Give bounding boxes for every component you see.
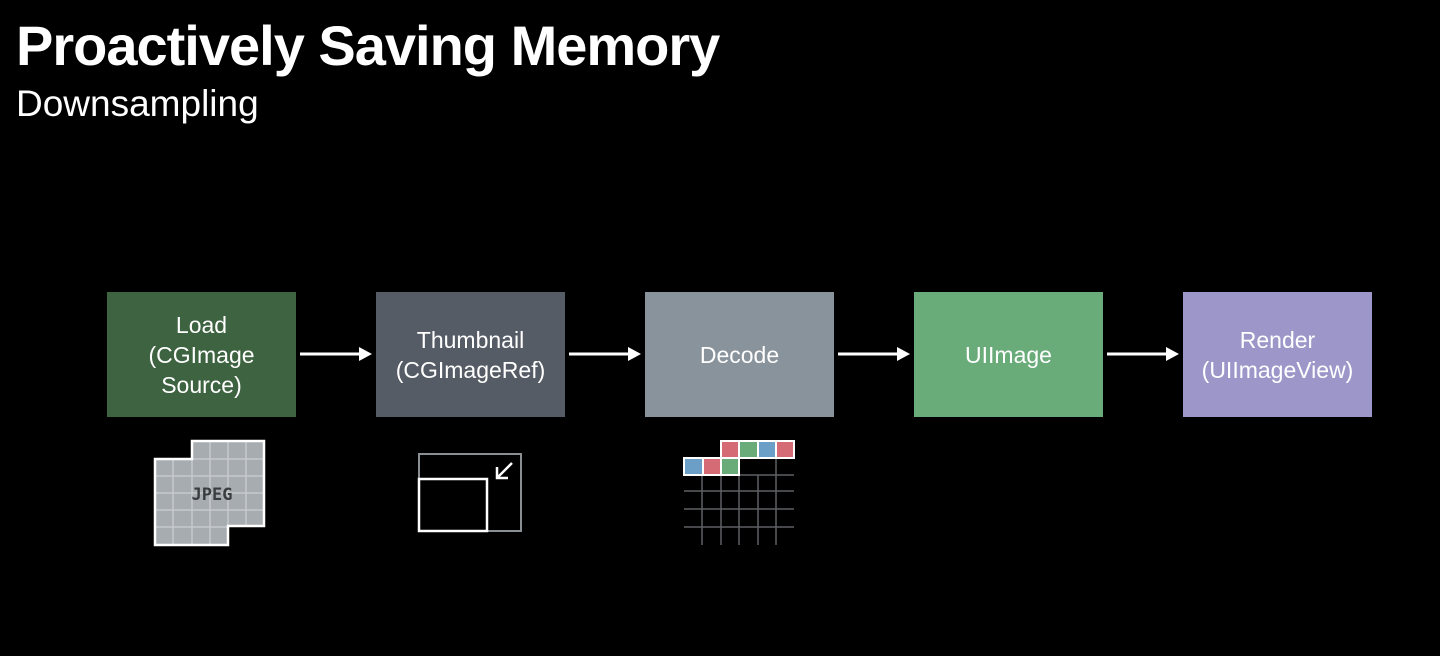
jpeg-label: JPEG	[192, 485, 233, 505]
arrow-right-icon	[569, 347, 641, 361]
decoded-pixel	[720, 457, 740, 476]
step-uiimage: UIImage	[914, 292, 1103, 417]
step-thumbnail-label: Thumbnail (CGImageRef)	[395, 326, 546, 383]
decoded-pixel	[775, 440, 795, 459]
step-decode: Decode	[645, 292, 834, 417]
decoded-pixel-grid-icon	[683, 440, 795, 545]
step-load: Load (CGImage Source)	[107, 292, 296, 417]
arrow-right-icon	[1107, 347, 1179, 361]
slide-subtitle: Downsampling	[16, 83, 259, 124]
step-render-label: Render (UIImageView)	[1201, 326, 1354, 383]
step-thumbnail: Thumbnail (CGImageRef)	[376, 292, 565, 417]
decoded-pixel	[702, 457, 722, 476]
step-uiimage-label: UIImage	[965, 341, 1052, 368]
arrow-right-icon	[838, 347, 910, 361]
decoded-pixel	[720, 440, 740, 459]
step-load-label: Load (CGImage Source)	[148, 311, 255, 398]
jpeg-file-icon: JPEG	[153, 439, 266, 547]
thumbnail-resize-icon	[417, 453, 522, 533]
decoded-pixel	[738, 440, 759, 459]
arrow-right-icon	[300, 347, 372, 361]
decoded-pixel	[757, 440, 777, 459]
slide-title: Proactively Saving Memory	[16, 14, 720, 77]
step-decode-label: Decode	[699, 341, 780, 368]
step-render: Render (UIImageView)	[1183, 292, 1372, 417]
decoded-pixel	[683, 457, 704, 476]
